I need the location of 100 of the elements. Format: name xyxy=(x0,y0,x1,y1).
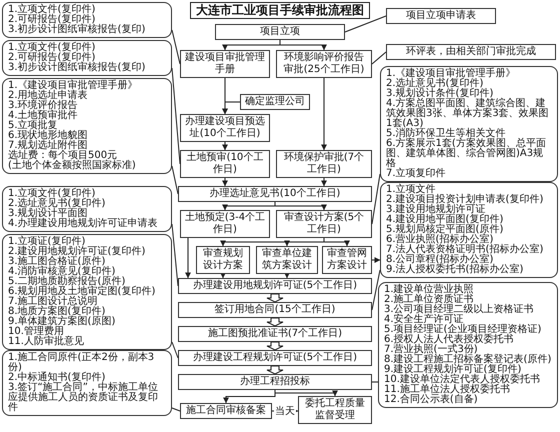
arrow xyxy=(274,390,338,396)
requirement-item: 2.选址意见书(复印件) xyxy=(8,199,106,209)
arrow xyxy=(372,257,380,263)
leader-line xyxy=(172,166,178,194)
leader-line xyxy=(372,52,386,64)
callout-bubble xyxy=(2,350,172,416)
requirement-item: 1.《建设项目审批管理手册》 xyxy=(386,69,517,79)
process-box: 建设项目审批管理手册 xyxy=(180,50,270,78)
arrow xyxy=(284,238,324,246)
leader-line xyxy=(372,270,380,310)
arrow xyxy=(185,238,191,278)
requirement-item: 3.规划设计条件(复印件) xyxy=(386,89,494,99)
arrow xyxy=(222,102,240,114)
leader-line xyxy=(172,68,180,164)
requirement-item: 3.签订“施工合同”，中标施工单位应提供施工人员的资质证书及复印件 xyxy=(8,383,159,413)
process-box: 项目立项 xyxy=(215,24,345,40)
arrow xyxy=(321,78,327,150)
requirement-item: 9.单体建筑方案图(原图) xyxy=(8,317,116,327)
requirement-item: 6.方案展示1套(方案效果图、总平面图、建筑单体图、综合管网图)A3规格 xyxy=(386,139,547,169)
requirement-item: 1.建设单位营业执照 xyxy=(384,285,475,295)
hollow-arrow xyxy=(266,318,284,327)
requirement-item: 2.中标通知书(复印件) xyxy=(8,373,106,383)
requirement-item: 8.地质方案图(复印件) xyxy=(8,307,106,317)
requirement-item: 12.合同公示表(自备) xyxy=(384,395,479,405)
process-box: 环境影响评价报告审批(25个工作日) xyxy=(276,50,372,78)
requirement-item: 1.立项证(复印件) xyxy=(8,237,86,247)
diagram-title: 大连市工业项目手续审批流程图 xyxy=(190,2,370,19)
arrow xyxy=(321,178,327,186)
requirement-item: 1.施工合同原件(正本2份，副本3份) xyxy=(8,353,156,373)
process-box: 审查管网方案设计 xyxy=(322,246,372,274)
requirement-item: 1.立项文件(复印件) xyxy=(8,189,96,199)
leader-line xyxy=(172,342,178,358)
process-box: 施工合同审核备案 xyxy=(180,403,272,419)
arrow xyxy=(222,142,228,150)
process-box: 办理选址意见书(10个工作日) xyxy=(178,186,372,202)
requirement-item: 10.管理费用 xyxy=(8,327,64,337)
requirement-item: (土地个体金额按照国家标准) xyxy=(8,161,137,171)
process-box: 环境保护审批(7个工作日) xyxy=(276,150,372,178)
leader-line xyxy=(172,408,180,412)
callout-bubble xyxy=(380,66,558,182)
requirement-item: 1.《建设项目审批管理手册》 xyxy=(8,81,139,91)
leader-line xyxy=(344,16,386,32)
leader-line xyxy=(172,224,178,286)
process-box: 审查规划设计方案 xyxy=(196,246,250,274)
requirement-item: 5.消防环保卫生等相关文件 xyxy=(386,129,507,139)
process-box: 办理建设项目预选址(10个工作日) xyxy=(180,114,270,142)
requirement-item: 2.建设项目投资计划申请表(复印件) xyxy=(386,195,544,205)
requirement-item: 3.环境评价报告 xyxy=(8,101,79,111)
requirement-item: 4.方案总图平面图、建筑综合图、建筑效果图3张、单体方案3套、效果图1套(A3) xyxy=(386,99,550,129)
requirement-item: 9.建设工程规划许可证(复印件) xyxy=(384,365,522,375)
process-box: 环评表，由相关部门审批完成 xyxy=(386,44,556,60)
callout-bubble xyxy=(2,40,172,76)
requirement-item: 1.立项文件 xyxy=(386,185,436,195)
requirement-item: 7.立项复印件 xyxy=(386,169,447,179)
requirement-item: 7.施工图设计总说明 xyxy=(8,297,98,307)
requirement-item: 8.公司章程(招标办公室) xyxy=(386,255,494,265)
requirement-item: 5.二期地质勘察报告(原件) xyxy=(8,277,126,287)
arrow xyxy=(222,202,276,210)
process-box: 审查单位建筑方案设计 xyxy=(256,246,318,274)
requirement-item: 7.规划选址附件图 xyxy=(8,141,88,151)
arrow xyxy=(274,202,327,210)
process-box: 土地预审(10个工作日) xyxy=(180,150,270,178)
process-box: 办理工程招投标 xyxy=(178,374,372,390)
requirement-item: 3.公司项目经理二级以上资格证书 xyxy=(384,305,535,315)
process-box: 确定监理公司 xyxy=(240,94,310,110)
arrow xyxy=(222,178,228,186)
requirement-item: 11.施工单位法人授权委托书 xyxy=(384,385,511,395)
arrow xyxy=(220,272,226,278)
hollow-arrow xyxy=(266,342,284,351)
requirement-item: 1.立项文件(复印件) xyxy=(8,5,96,15)
process-box: 办理建设工程规划许可证(5个工作日) xyxy=(178,350,372,366)
requirement-item: 5.立项批复 xyxy=(8,121,58,131)
requirement-item: 5.项目经理证(企业项目经理资格证) xyxy=(384,325,542,335)
requirement-item: 3.初步设计图纸审核报告(复印) xyxy=(8,63,146,73)
process-box: 办理建设用地规划许可证(5个工作日) xyxy=(178,278,372,294)
callout-bubble xyxy=(2,2,172,38)
requirement-item: 3.施工图合格证(原件) xyxy=(8,257,106,267)
requirement-item: 2.建设用地规划许可证(复印件) xyxy=(8,247,146,257)
requirement-item: 2.施工单位资质证书 xyxy=(384,295,474,305)
hollow-arrow xyxy=(266,294,284,303)
process-box: 施工图预批准证书(7个工作日) xyxy=(178,326,372,342)
requirement-item: 11.人防审批意见 xyxy=(8,337,85,347)
leader-line xyxy=(172,30,180,64)
requirement-item: 2.选址意见书(复印件) xyxy=(386,79,484,89)
requirement-item: 4.安全生产许可证 xyxy=(384,315,464,325)
requirement-item: 8.建设工程施工招标备案登记表(原件) xyxy=(384,355,552,365)
requirement-item: 7.营业执照(一式3份) xyxy=(384,345,478,355)
process-box: 委托工程质量监督受理 xyxy=(298,396,372,424)
process-box: 签订用地合同(15个工作日) xyxy=(178,302,372,318)
arrow xyxy=(324,238,350,246)
requirement-item: 10.建设单位法定代表人授权委托书 xyxy=(384,375,541,385)
requirement-item: 2.用地选址申请表 xyxy=(8,91,89,101)
requirement-item: 2.可研报告(复印件) xyxy=(8,53,96,63)
callout-bubble xyxy=(378,282,558,408)
callout-bubble xyxy=(2,186,172,232)
callout-bubble xyxy=(2,234,172,350)
arrow xyxy=(280,40,327,50)
requirement-item: 4.办理建设用地规划许可证申请表 xyxy=(8,219,159,229)
requirement-item: 5.规划局核定平面图(原件) xyxy=(386,225,504,235)
requirement-item: 9.法人授权委托书(招标办公室) xyxy=(386,265,524,275)
